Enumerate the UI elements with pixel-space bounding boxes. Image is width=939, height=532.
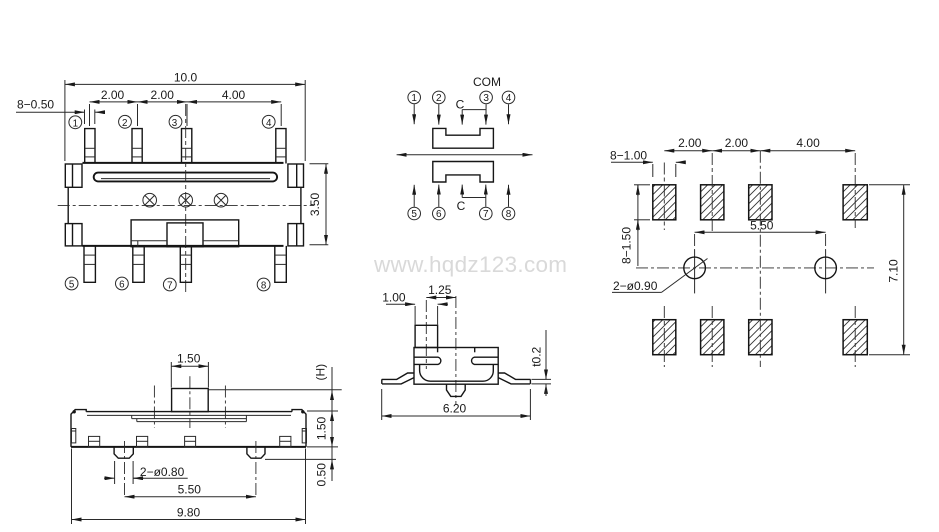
svg-text:2−ø0.90: 2−ø0.90	[613, 279, 658, 293]
svg-text:2.00: 2.00	[725, 136, 749, 150]
svg-text:6: 6	[119, 279, 125, 290]
svg-text:4.00: 4.00	[796, 136, 820, 150]
svg-text:C: C	[456, 98, 465, 112]
svg-text:6: 6	[436, 209, 442, 220]
svg-text:4.00: 4.00	[222, 88, 246, 102]
svg-text:t0.2: t0.2	[530, 346, 544, 366]
svg-text:3.50: 3.50	[308, 192, 322, 216]
svg-text:7: 7	[167, 280, 172, 291]
svg-text:2.00: 2.00	[101, 88, 125, 102]
svg-text:2−ø0.80: 2−ø0.80	[140, 465, 185, 479]
svg-text:0.50: 0.50	[315, 463, 329, 487]
svg-text:1.50: 1.50	[315, 416, 329, 440]
svg-text:8: 8	[506, 209, 512, 220]
svg-text:C: C	[457, 199, 466, 213]
svg-text:2.00: 2.00	[151, 88, 175, 102]
svg-text:8−1.50: 8−1.50	[620, 227, 634, 264]
svg-text:6.20: 6.20	[443, 402, 467, 416]
svg-text:1.50: 1.50	[177, 352, 201, 366]
svg-text:8−0.50: 8−0.50	[17, 98, 54, 112]
svg-text:1.00: 1.00	[382, 291, 406, 305]
svg-text:5.50: 5.50	[750, 219, 774, 233]
svg-text:(H): (H)	[314, 364, 328, 381]
svg-text:5: 5	[69, 279, 75, 290]
svg-text:2: 2	[122, 118, 127, 129]
svg-text:2: 2	[436, 93, 442, 104]
svg-text:4: 4	[506, 93, 512, 104]
svg-text:1: 1	[411, 93, 417, 104]
svg-text:www.hqdz123.com: www.hqdz123.com	[373, 252, 567, 277]
svg-text:3: 3	[483, 93, 489, 104]
svg-text:3: 3	[172, 118, 178, 129]
svg-text:5.50: 5.50	[178, 483, 202, 497]
svg-text:4: 4	[266, 118, 272, 129]
svg-text:7.10: 7.10	[886, 259, 900, 283]
svg-text:5: 5	[411, 209, 417, 220]
svg-text:10.0: 10.0	[174, 71, 198, 85]
svg-text:7: 7	[483, 209, 489, 220]
svg-text:1.25: 1.25	[428, 283, 452, 297]
svg-text:COM: COM	[473, 75, 501, 89]
svg-text:1: 1	[73, 118, 78, 129]
svg-text:2.00: 2.00	[678, 136, 702, 150]
svg-text:9.80: 9.80	[177, 506, 201, 520]
svg-text:8: 8	[261, 280, 267, 291]
svg-text:8−1.00: 8−1.00	[610, 149, 647, 163]
